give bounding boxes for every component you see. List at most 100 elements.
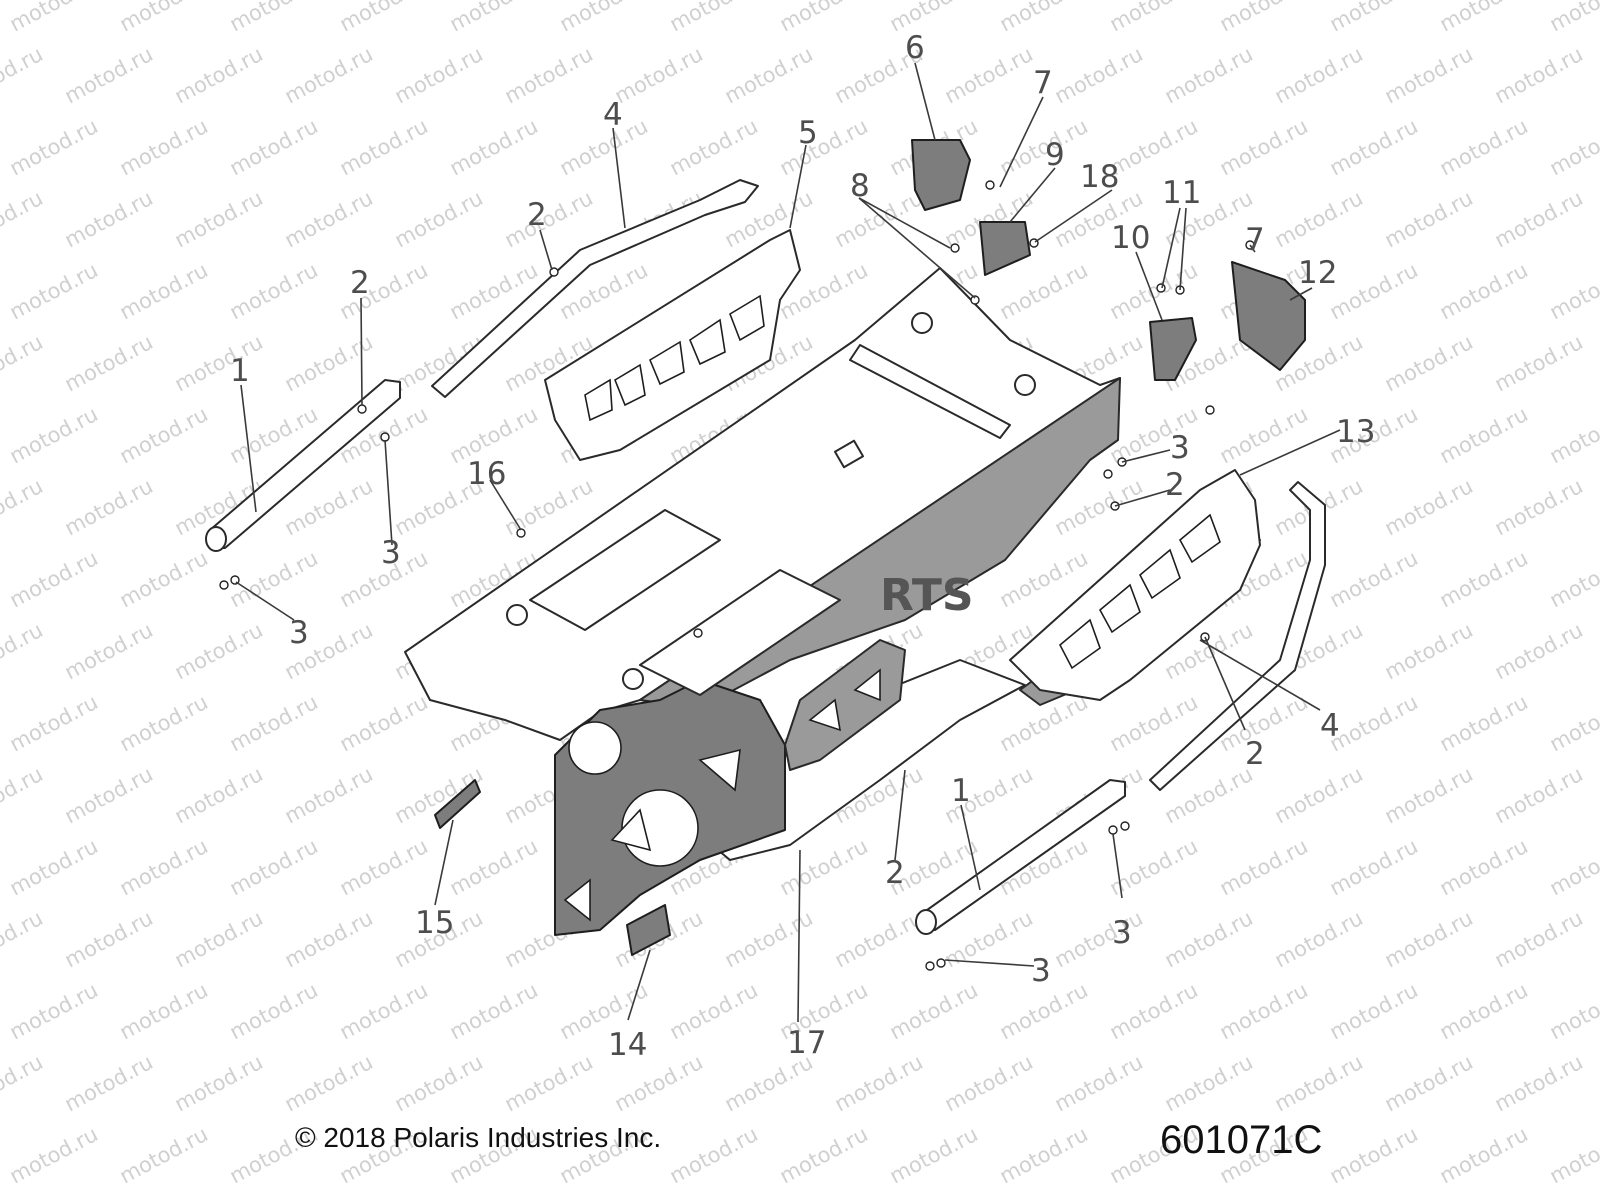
watermark-text: motod.ru [1271,906,1367,972]
watermark-text: motod.ru [61,1050,157,1116]
watermark-text: motod.ru [501,186,597,252]
watermark-text: motod.ru [721,1194,817,1200]
watermark-text: motod.ru [1546,546,1600,612]
watermark-text: motod.ru [1326,546,1422,612]
watermark-text: motod.ru [336,0,432,36]
watermark-text: motod.ru [226,0,322,36]
watermark-text: motod.ru [1051,1050,1147,1116]
rear-cross-bar [849,344,1011,439]
watermark-text: motod.ru [1436,0,1532,36]
watermark-text: motod.ru [1491,762,1587,828]
watermark-text: motod.ru [1436,546,1532,612]
watermark-text: motod.ru [996,258,1092,324]
watermark-text: motod.ru [941,1194,1037,1200]
watermark-text: motod.ru [116,114,212,180]
watermark-text: motod.ru [1436,114,1532,180]
watermark-text: motod.ru [1491,1194,1587,1200]
deck-cutout-upper [529,509,721,631]
watermark-text: motod.ru [391,42,487,108]
watermark-text: motod.ru [0,1194,47,1200]
watermark-text: motod.ru [171,1050,267,1116]
bearing-mount-hole [568,721,622,775]
watermark-text: motod.ru [1106,834,1202,900]
watermark-text: motod.ru [336,978,432,1044]
watermark-text: motod.ru [6,402,102,468]
watermark-text: motod.ru [6,978,102,1044]
watermark-text: motod.ru [6,258,102,324]
watermark-text: motod.ru [886,978,982,1044]
callout-7: 7 [1033,65,1053,101]
watermark-text: motod.ru [336,114,432,180]
lightening-hole [563,878,591,922]
watermark-text: motod.ru [996,0,1092,36]
watermark-text: motod.ru [1436,1122,1532,1188]
watermark-text: motod.ru [0,1050,47,1116]
watermark-text: motod.ru [1546,978,1600,1044]
callout-4: 4 [1320,708,1340,744]
mount-post [506,604,528,626]
watermark-text: motod.ru [391,1050,487,1116]
watermark-text: motod.ru [0,186,47,252]
watermark-text: motod.ru [1326,690,1422,756]
watermark-text: motod.ru [1326,978,1422,1044]
callout-3: 3 [1031,953,1051,989]
watermark-text: motod.ru [501,1194,597,1200]
watermark-text: motod.ru [61,42,157,108]
watermark-text: motod.ru [171,762,267,828]
running-board-right [1009,469,1261,701]
watermark-text: motod.ru [666,1122,762,1188]
watermark-text: motod.ru [446,0,542,36]
callout-2: 2 [885,855,905,891]
watermark-text: motod.ru [61,762,157,828]
callout-7: 7 [1245,222,1265,258]
callout-3: 3 [289,615,309,651]
watermark-text: motod.ru [501,42,597,108]
watermark-text: motod.ru [1216,402,1312,468]
watermark-text: motod.ru [116,258,212,324]
watermark-text: motod.ru [1546,834,1600,900]
watermark-text: motod.ru [61,330,157,396]
callout-1: 1 [230,353,250,389]
watermark-text: motod.ru [1051,42,1147,108]
watermark-text: motod.ru [1106,978,1202,1044]
watermark-text: motod.ru [1161,906,1257,972]
watermark-text: motod.ru [1491,42,1587,108]
watermark-text: motod.ru [226,978,322,1044]
watermark-text: motod.ru [1381,186,1477,252]
watermark-text: motod.ru [1491,186,1587,252]
mount-post [911,312,933,334]
watermark-text: motod.ru [1381,618,1477,684]
watermark-text: motod.ru [1546,258,1600,324]
running-board-left [544,229,801,461]
watermark-text: motod.ru [116,690,212,756]
watermark-text: motod.ru [0,762,47,828]
watermark-text: motod.ru [1491,1050,1587,1116]
overlay-text: RTS [880,570,974,621]
watermark-text: motod.ru [1491,474,1587,540]
watermark-text: motod.ru [391,186,487,252]
watermark-text: motod.ru [1491,330,1587,396]
watermark-text: motod.ru [171,42,267,108]
rail-right [915,779,1126,935]
tunnel-assembly: RTS [404,267,1261,936]
watermark-text: motod.ru [171,330,267,396]
watermark-text: motod.ru [666,978,762,1044]
lightening-hole [698,748,741,792]
callout-1: 1 [951,773,971,809]
watermark-text: motod.ru [336,834,432,900]
copyright-notice: © 2018 Polaris Industries Inc. [295,1122,662,1153]
bracket-15 [434,779,481,829]
watermark-text: motod.ru [941,42,1037,108]
watermark-text: motod.ru [6,114,102,180]
mount-post [1014,374,1036,396]
watermark-text: motod.ru [1546,114,1600,180]
watermark-text: motod.ru [116,978,212,1044]
watermark-text: motod.ru [0,906,47,972]
watermark-text: motod.ru [1436,258,1532,324]
running-board-rail-right [1149,481,1326,791]
watermark-text: motod.ru [1381,42,1477,108]
watermark-text: motod.ru [1271,42,1367,108]
lightening-hole [610,808,652,852]
watermark-text: motod.ru [556,0,652,36]
